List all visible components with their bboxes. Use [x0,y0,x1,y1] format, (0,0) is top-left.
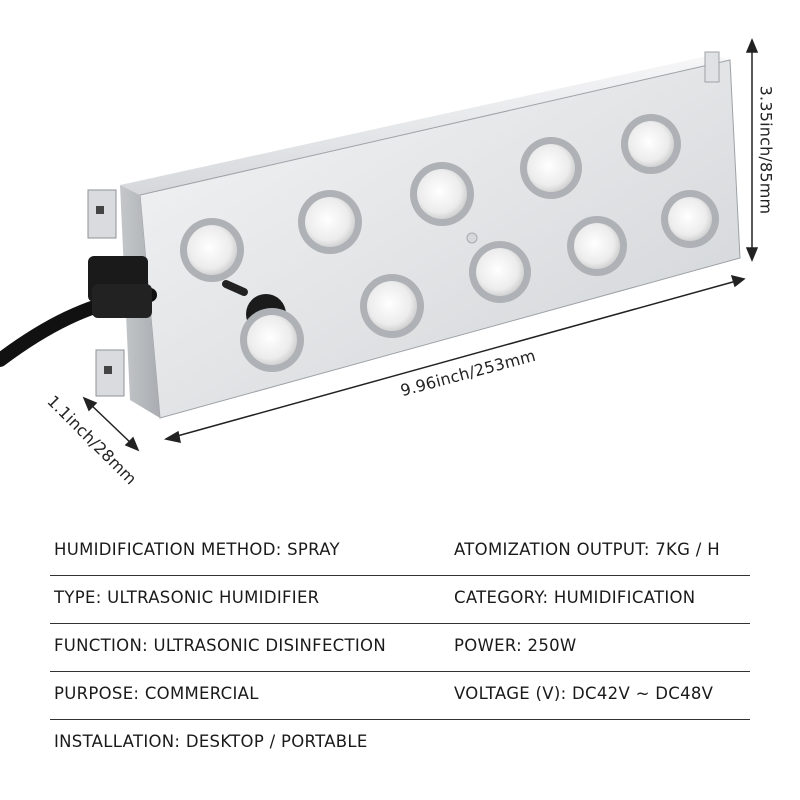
spec-row: TYPE: ULTRASONIC HUMIDIFIER CATEGORY: HU… [50,576,750,624]
transducer-disc [410,162,474,226]
transducer-disc [567,216,627,276]
spec-power: POWER: 250W [454,636,577,655]
transducer-disc [661,190,719,248]
spec-row: HUMIDIFICATION METHOD: SPRAY ATOMIZATION… [50,528,750,576]
product-image-area: 3.35inch/85mm 9.96inch/253mm 1.1inch/28m… [0,38,776,489]
spec-installation: INSTALLATION: DESKTOP / PORTABLE [54,732,368,751]
spec-row: FUNCTION: ULTRASONIC DISINFECTION POWER:… [50,624,750,672]
bracket-hole [104,366,112,374]
transducer-disc [240,308,304,372]
height-dimension-arrow [745,38,759,262]
spec-category: CATEGORY: HUMIDIFICATION [454,588,696,607]
float-switch-stem [222,280,248,296]
depth-dimension-arrow [82,396,140,452]
transducer-disc [360,274,424,338]
spec-humidification-method: HUMIDIFICATION METHOD: SPRAY [54,540,340,559]
width-dimension-arrow [163,274,746,443]
spec-atomization-output: ATOMIZATION OUTPUT: 7KG / H [454,540,720,559]
bracket-hole [96,206,104,214]
spec-row: INSTALLATION: DESKTOP / PORTABLE [50,720,750,768]
transducer-disc [180,218,244,282]
spec-function: FUNCTION: ULTRASONIC DISINFECTION [54,636,386,655]
spec-purpose: PURPOSE: COMMERCIAL [54,684,259,703]
indicator-light [466,232,478,244]
transducer-disc [469,241,531,303]
spec-type: TYPE: ULTRASONIC HUMIDIFIER [54,588,320,607]
mounting-bracket [704,51,720,83]
transducer-disc [520,137,582,199]
spec-voltage: VOLTAGE (V): DC42V ~ DC48V [454,684,714,703]
spec-row: PURPOSE: COMMERCIAL VOLTAGE (V): DC42V ~… [50,672,750,720]
spec-table: HUMIDIFICATION METHOD: SPRAY ATOMIZATION… [50,528,750,768]
housing-top [120,55,730,195]
cable-connector [92,284,152,318]
transducer-disc [621,114,681,174]
transducer-disc [298,190,362,254]
humidifier-illustration [0,38,759,452]
height-dimension-label: 3.35inch/85mm [756,85,776,215]
